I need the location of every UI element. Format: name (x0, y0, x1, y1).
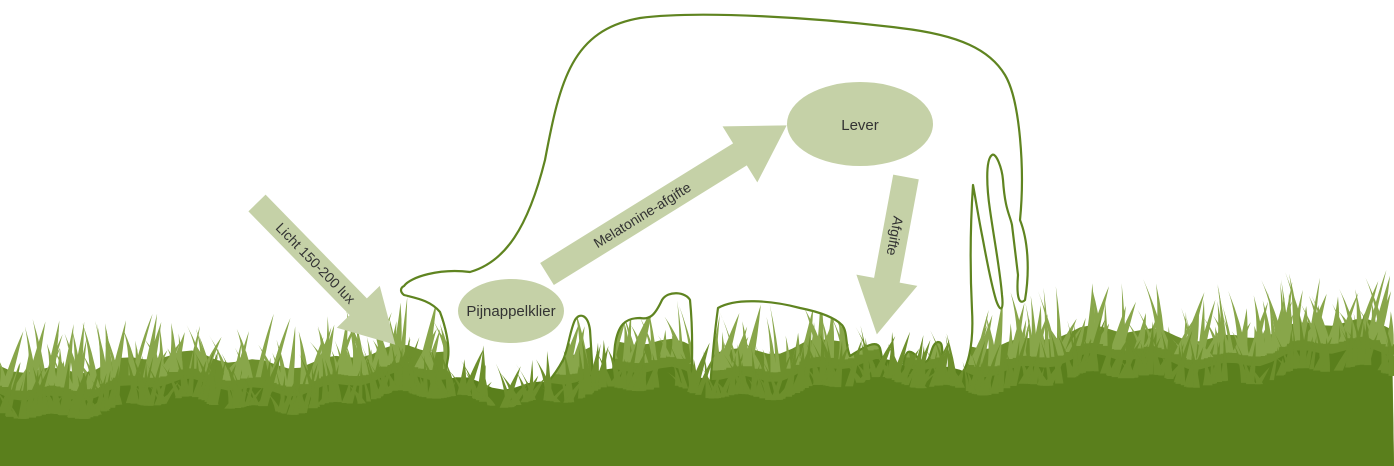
light-arrow: Licht 150-200 lux (236, 182, 417, 366)
light-arrow-label: Licht 150-200 lux (273, 219, 359, 306)
grass-blade (1121, 283, 1126, 350)
pineal-gland-label: Pijnappelklier (466, 303, 555, 320)
pineal-gland-node: Pijnappelklier (458, 279, 564, 343)
liver-label: Lever (841, 117, 879, 134)
liver-node: Lever (787, 82, 933, 166)
